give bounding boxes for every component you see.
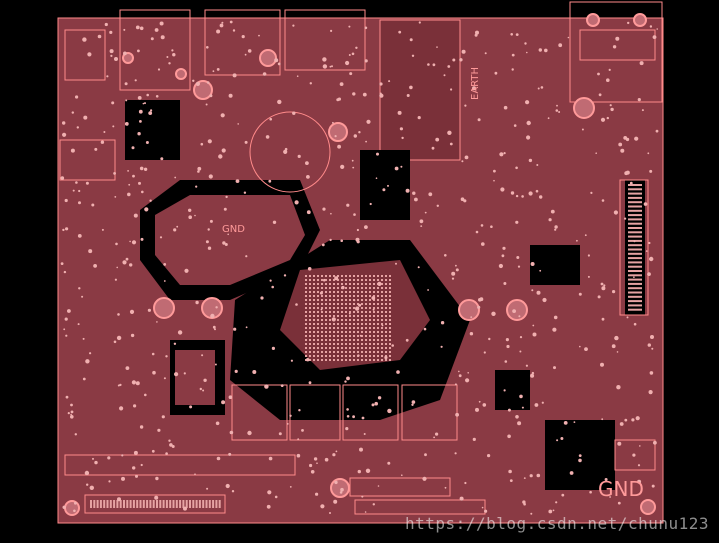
watermark: https://blog.csdn.net/chunu123: [405, 514, 709, 533]
top-connectors: [59, 1, 663, 181]
earth-label: EARTH: [470, 67, 481, 100]
via-field: [60, 20, 659, 515]
silkscreen-circle: [249, 111, 331, 193]
edge-headers: [64, 179, 656, 515]
board-outline: [57, 17, 664, 524]
gnd-corner-label: GND: [598, 477, 644, 501]
gnd-center-label: GND: [222, 224, 245, 235]
memory-chips: [231, 384, 458, 441]
